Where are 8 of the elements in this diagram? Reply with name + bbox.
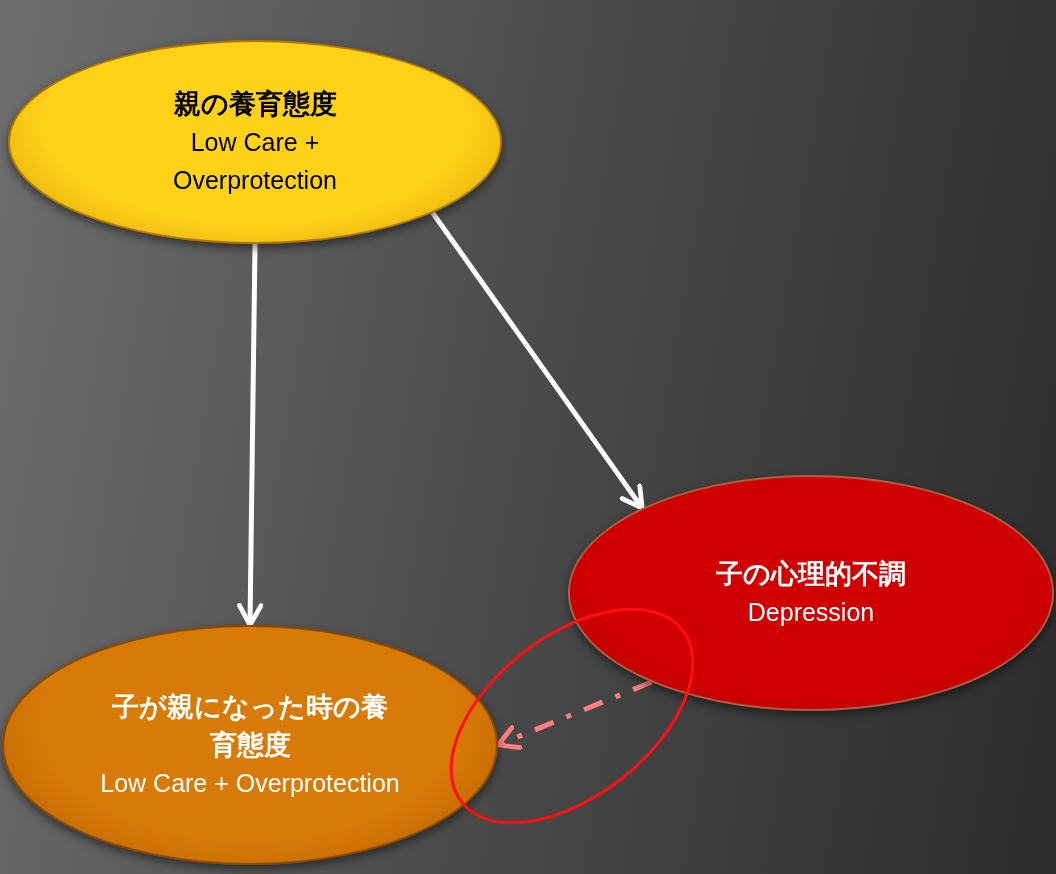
arrow — [430, 211, 645, 511]
node-subtitle: Low Care + Overprotection — [100, 768, 400, 799]
node-title: 親の養育態度 — [172, 87, 338, 121]
node-subtitle: Low Care + Overprotection — [172, 127, 338, 196]
arrow — [237, 243, 264, 628]
node-subtitle: Depression — [746, 597, 876, 628]
node-title: 子が親になった時の養育態度 — [111, 690, 389, 762]
node-title: 子の心理的不調 — [715, 557, 907, 591]
